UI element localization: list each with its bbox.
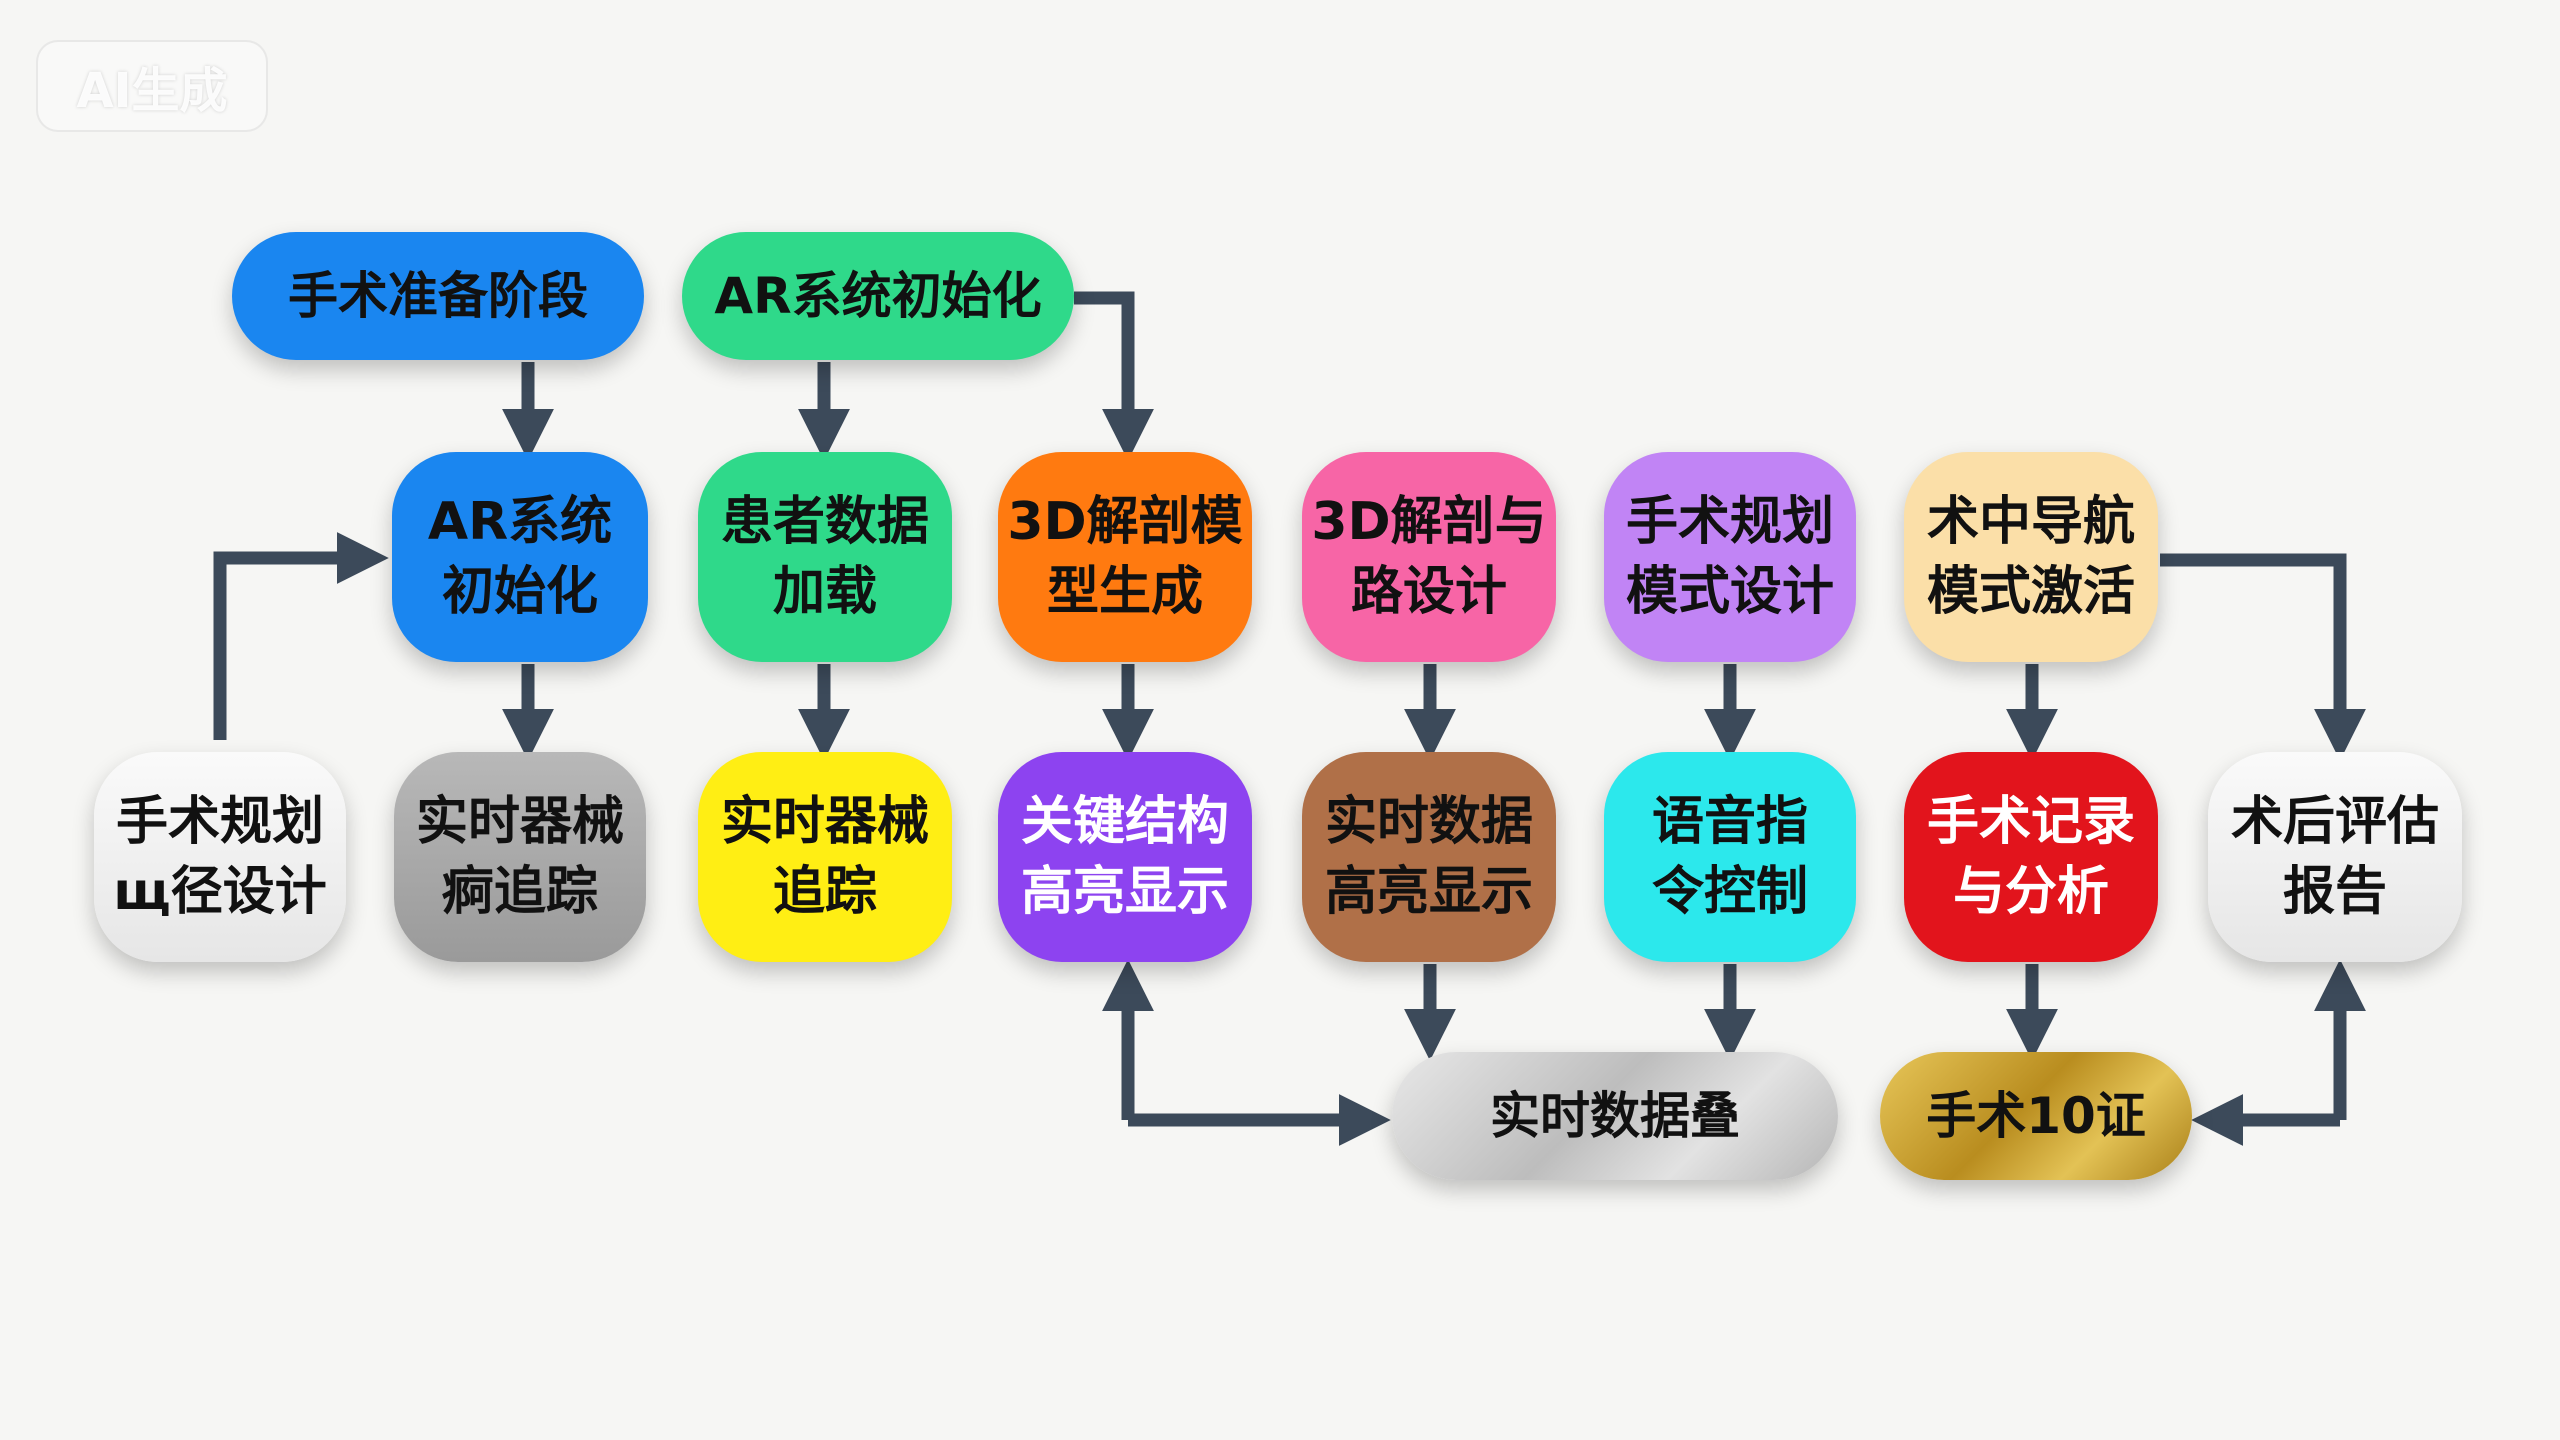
node-label-line: 手术10证 <box>1926 1087 2146 1145</box>
node-label-line: 术后评估 <box>2230 792 2439 852</box>
node-highlight-structures: 关键结构高亮显示 <box>998 752 1252 962</box>
node-label-line: 模式激活 <box>1926 562 2135 622</box>
node-label-line: 患者数据 <box>720 492 929 552</box>
node-highlight-data: 实时数据高亮显示 <box>1302 752 1556 962</box>
node-label-line: 手术记录 <box>1926 792 2135 852</box>
node-label-line: 实时器械 <box>415 792 624 852</box>
node-vitals: 手术10证 <box>1880 1052 2192 1180</box>
node-surgery-prep: 手术准备阶段 <box>232 232 644 360</box>
node-label-line: 追踪 <box>772 862 877 922</box>
node-ar-system-init: AR系统初始化 <box>392 452 648 662</box>
node-label-line: 手术规划 <box>115 792 324 852</box>
node-label-line: 初始化 <box>441 562 598 622</box>
node-label-line: AR系统初始化 <box>714 267 1042 325</box>
node-label-line: 高亮显示 <box>1020 862 1229 922</box>
connector-arrow <box>2160 553 2366 761</box>
node-plan-path: 手术规划 щ径设计 <box>94 752 346 962</box>
node-label-line: 语音指 <box>1651 792 1808 852</box>
node-record-analysis: 手术记录与分析 <box>1904 752 2158 962</box>
node-label-line: 手术准备阶段 <box>288 267 588 325</box>
node-nav-mode: 术中导航模式激活 <box>1904 452 2158 662</box>
connector-arrow <box>1074 291 1154 461</box>
node-3d-model-gen: 3D解剖模型生成 <box>998 452 1252 662</box>
node-label-line: 模式设计 <box>1625 562 1834 622</box>
node-label-line: 加载 <box>772 562 877 622</box>
node-ar-system-init-top: AR系统初始化 <box>682 232 1074 360</box>
node-label-line: 3D解剖与 <box>1311 492 1547 552</box>
connector-arrow <box>213 532 389 740</box>
node-label-line: 型生成 <box>1046 562 1203 622</box>
node-postop-report: 术后评估报告 <box>2208 752 2462 962</box>
node-label-line: AR系统 <box>427 492 613 552</box>
node-voice-control: 语音指令控制 <box>1604 752 1856 962</box>
node-label-line: 实时器械 <box>720 792 929 852</box>
node-label-line: 手术规划 <box>1625 492 1834 552</box>
node-instrument-track-gray: 实时器械痾追踪 <box>394 752 646 962</box>
node-label-line: 与分析 <box>1952 862 2109 922</box>
node-label-line: 报告 <box>2282 862 2387 922</box>
node-label-line: 关键结构 <box>1020 792 1229 852</box>
node-label-line: 3D解剖模 <box>1007 492 1243 552</box>
node-label-line: 实时数据 <box>1324 792 1533 852</box>
node-path-design: 3D解剖与路设计 <box>1302 452 1556 662</box>
node-label-line: 痾追踪 <box>441 862 598 922</box>
node-instrument-track-yellow: 实时器械追踪 <box>698 752 952 962</box>
node-label-line: 路设计 <box>1350 562 1507 622</box>
node-patient-data-load: 患者数据加载 <box>698 452 952 662</box>
node-label-line: 术中导航 <box>1926 492 2135 552</box>
node-plan-mode: 手术规划模式设计 <box>1604 452 1856 662</box>
node-data-overlay: 实时数据叠 <box>1392 1052 1838 1180</box>
node-label-line: 实时数据叠 <box>1490 1087 1740 1145</box>
watermark-badge: AI生成 <box>36 40 268 132</box>
node-label-line: 高亮显示 <box>1324 862 1533 922</box>
node-label-line: 令控制 <box>1651 862 1808 922</box>
node-label-line: щ径设计 <box>113 862 327 922</box>
